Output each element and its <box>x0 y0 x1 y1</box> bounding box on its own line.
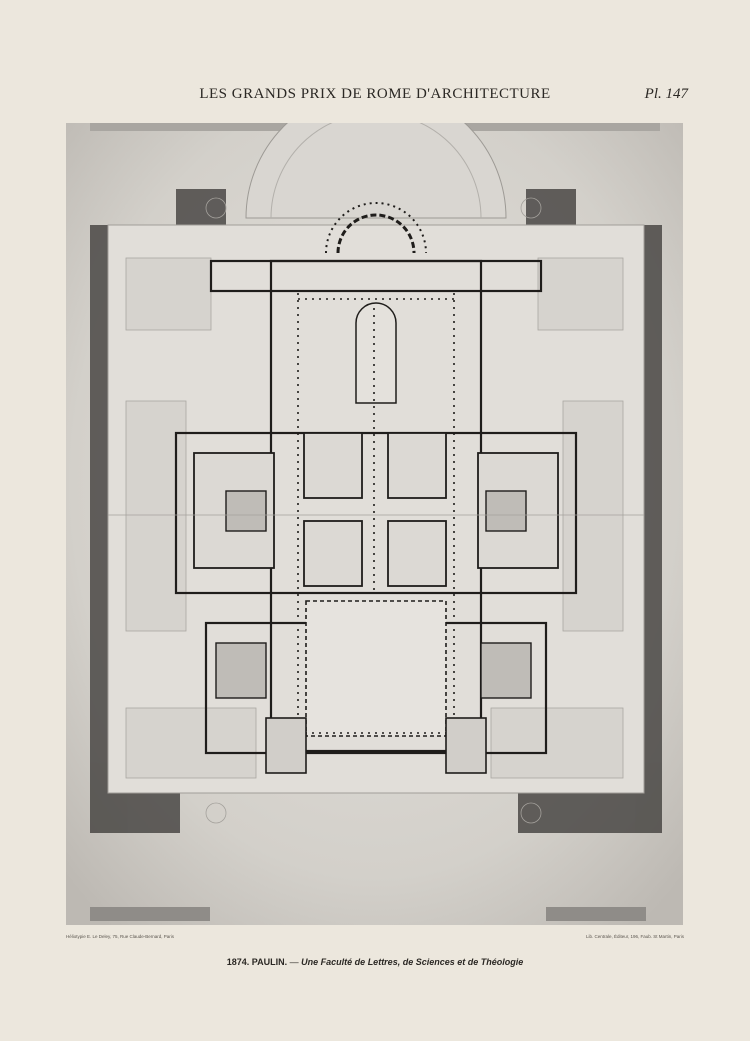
caption-subject: Une Faculté de Lettres, de Sciences et d… <box>301 957 524 967</box>
caption-author: PAULIN. <box>251 957 288 967</box>
floor-plan-image <box>66 123 683 925</box>
plate-number: Pl. 147 <box>644 86 688 102</box>
imprint-printer: Héliotypie E. Le Deley, 75, Rue Claude-B… <box>66 934 174 939</box>
imprint-publisher: Lib. Centrale, Éditeur, 196, Faub. St Ma… <box>585 934 684 939</box>
caption-dash: — <box>289 957 299 967</box>
caption-year: 1874. <box>226 957 250 967</box>
header-title: LES GRANDS PRIX DE ROME D'ARCHITECTURE <box>199 86 551 102</box>
plate-caption: 1874. PAULIN. — Une Faculté de Lettres, … <box>0 957 750 967</box>
